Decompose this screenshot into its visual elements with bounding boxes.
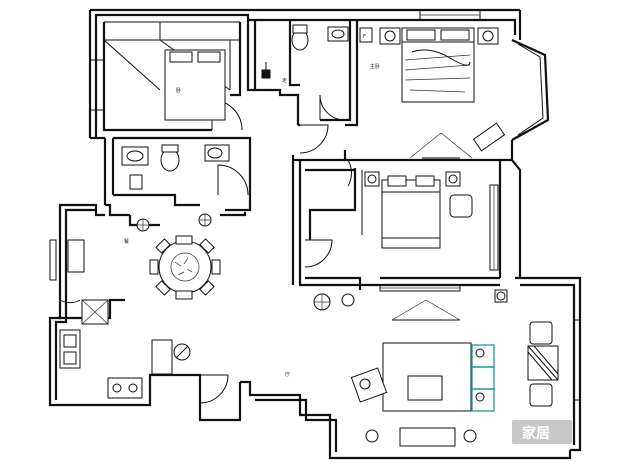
- dining-plants: [136, 213, 212, 232]
- watermark-text: 家居: [522, 425, 550, 442]
- room-label-master-bedroom: 主卧: [370, 63, 380, 70]
- tv-cabinet-master: [409, 132, 473, 159]
- living-sofa-set: [350, 289, 559, 412]
- windows: [49, 9, 581, 401]
- master-bed: F: [359, 27, 499, 103]
- dining-table: [149, 235, 221, 300]
- watermark-badge: 家居: [512, 420, 572, 444]
- bathroom-1-fixtures: [121, 144, 230, 190]
- bathroom-2-fixtures: [261, 24, 349, 79]
- bed-top-left: [164, 49, 226, 121]
- outer-walls: [48, 8, 582, 460]
- room-label-hall: 厅: [285, 372, 290, 378]
- master-chair: [472, 122, 506, 152]
- entry-bottom-items: [365, 427, 477, 447]
- tv-wall: [391, 299, 461, 321]
- svg-text:F: F: [363, 34, 366, 40]
- room-label-dining: 餐: [124, 238, 129, 245]
- room-label-bedroom-small: 卧: [176, 87, 181, 94]
- sideboard: [67, 239, 85, 273]
- second-bed: [364, 171, 473, 249]
- kitchen-fixtures: [59, 299, 191, 399]
- balcony-plant: [313, 293, 355, 311]
- room-label-corridor: 走: [282, 78, 287, 84]
